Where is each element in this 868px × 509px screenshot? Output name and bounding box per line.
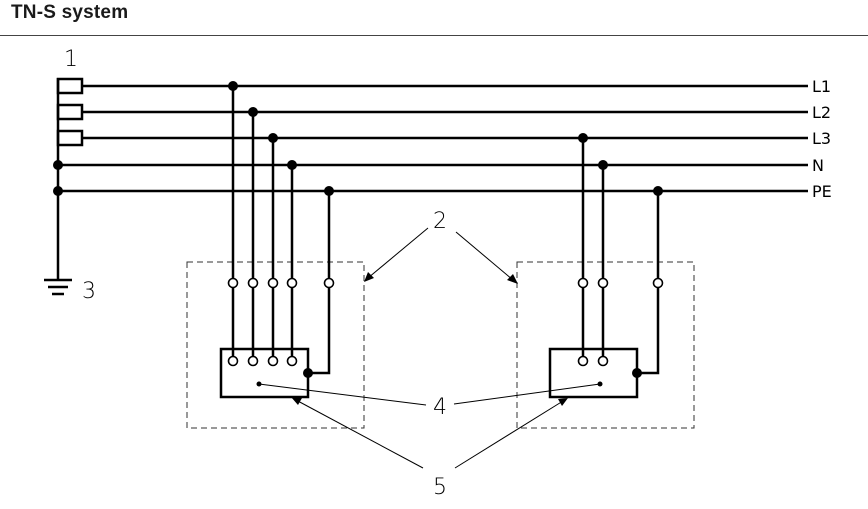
drops-right [581, 138, 660, 375]
earth-symbol [44, 278, 72, 296]
terminals-left [227, 277, 335, 367]
callout-4: 4 [433, 395, 447, 420]
junction-dots-left [228, 81, 334, 378]
equipment-enclosure-right [516, 261, 695, 429]
junction-dot [53, 160, 63, 170]
equipment-enclosure-left [186, 261, 365, 429]
label-l3: L3 [812, 129, 831, 148]
label-pe: PE [812, 182, 832, 201]
drops-left [231, 86, 331, 375]
leader-5 [291, 397, 568, 469]
label-l1: L1 [812, 77, 831, 96]
junction-dot [53, 186, 63, 196]
callout-3: 3 [82, 279, 96, 304]
label-l2: L2 [812, 103, 831, 122]
source-windings [56, 77, 84, 280]
label-n: N [812, 156, 824, 175]
diagram-title: TN-S system [11, 2, 129, 23]
title-rule [0, 35, 868, 36]
callout-1: 1 [64, 47, 78, 72]
callout-2: 2 [433, 209, 447, 234]
terminals-right [577, 277, 664, 367]
equipment-body-right [548, 347, 639, 399]
callout-5: 5 [433, 475, 447, 500]
leader-4 [258, 383, 601, 406]
leader-2 [364, 227, 518, 284]
junction-dots-right [578, 133, 663, 378]
